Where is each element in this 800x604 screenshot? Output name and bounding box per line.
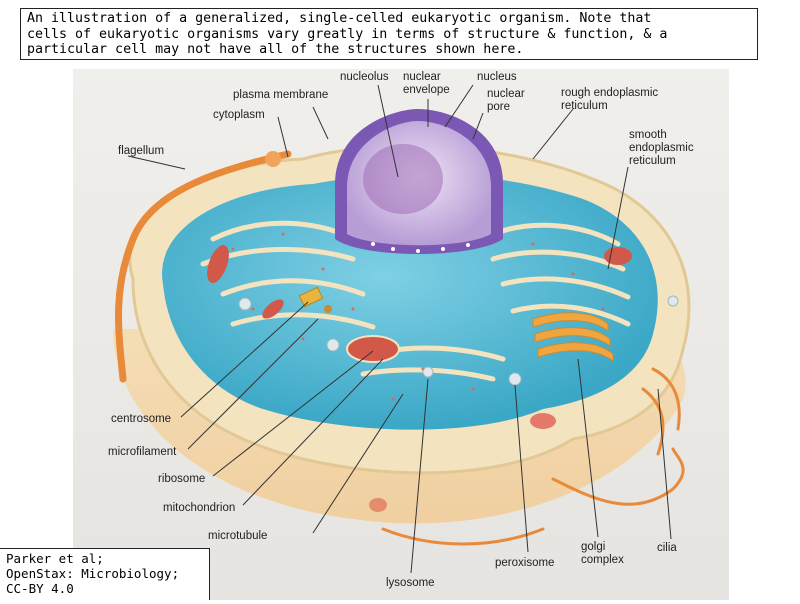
leader-lines xyxy=(127,84,672,574)
credit-box: Parker et al; OpenStax: Microbiology; CC… xyxy=(0,548,210,600)
label-nucleus: nucleus xyxy=(477,71,517,83)
nuclear-pores xyxy=(371,242,470,253)
label-flagellum: flagellum xyxy=(118,145,165,157)
flagellum-shape xyxy=(115,150,292,383)
label-line: smooth xyxy=(629,129,667,141)
label-centrosome: centrosome xyxy=(111,413,172,425)
label-line: reticulum xyxy=(561,100,608,112)
label-lysosome: lysosome xyxy=(386,577,435,589)
cytoplasm-shape xyxy=(162,174,658,430)
caption-line: particular cell may not have all of the … xyxy=(27,42,524,57)
label-microtubule: microtubule xyxy=(208,530,268,542)
nucleolus-shape xyxy=(363,144,443,214)
mitochondrion-shape xyxy=(346,335,400,363)
credit-line: Parker et al; xyxy=(6,551,104,566)
golgi-complex-shape xyxy=(532,312,614,363)
caption-line: cells of eukaryotic organisms vary great… xyxy=(27,26,668,42)
label-line: complex xyxy=(581,554,624,566)
label-mitochondrion: mitochondrion xyxy=(163,502,236,514)
peroxisome-shape xyxy=(508,372,522,386)
label-golgi-complex: golgi complex xyxy=(581,541,624,567)
label-line: endoplasmic xyxy=(629,142,694,154)
label-smooth-er: smooth endoplasmic reticulum xyxy=(629,129,694,168)
nucleus xyxy=(335,109,503,254)
label-rough-er: rough endoplasmic reticulum xyxy=(561,87,658,113)
caption-line: An illustration of a generalized, single… xyxy=(27,11,652,26)
label-cytoplasm: cytoplasm xyxy=(213,109,265,121)
lysosome-shape xyxy=(422,366,434,378)
basal-body-shape xyxy=(265,151,281,167)
label-microfilament: microfilament xyxy=(108,446,177,458)
label-ribosome: ribosome xyxy=(158,473,206,485)
cell-illustration xyxy=(73,69,729,600)
centriole-shape xyxy=(324,305,332,313)
label-nuclear-pore: nuclear pore xyxy=(487,88,525,114)
label-line: rough endoplasmic xyxy=(561,87,659,99)
label-peroxisome: peroxisome xyxy=(495,557,555,569)
centrosome-shape xyxy=(298,286,324,308)
label-line: pore xyxy=(487,101,511,113)
cilia-shape xyxy=(381,367,685,546)
label-cilia: cilia xyxy=(657,542,677,554)
label-line: golgi xyxy=(581,541,606,553)
credit-line: OpenStax: Microbiology; xyxy=(6,566,180,581)
label-line: nuclear xyxy=(403,71,441,83)
label-line: envelope xyxy=(403,84,450,96)
label-nucleolus: nucleolus xyxy=(340,71,389,83)
credit-line: CC-BY 4.0 xyxy=(6,581,74,596)
label-nuclear-envelope: nuclear envelope xyxy=(403,71,450,97)
label-line: reticulum xyxy=(629,155,676,167)
caption-box: An illustration of a generalized, single… xyxy=(20,8,758,60)
eukaryotic-cell-figure: nucleolus nuclear envelope nucleus nucle… xyxy=(73,69,729,600)
label-plasma-membrane: plasma membrane xyxy=(233,89,329,101)
ribosome-dots xyxy=(231,232,605,401)
vesicles xyxy=(238,295,679,386)
mitochondria xyxy=(207,244,632,512)
label-line: nuclear xyxy=(487,88,525,100)
